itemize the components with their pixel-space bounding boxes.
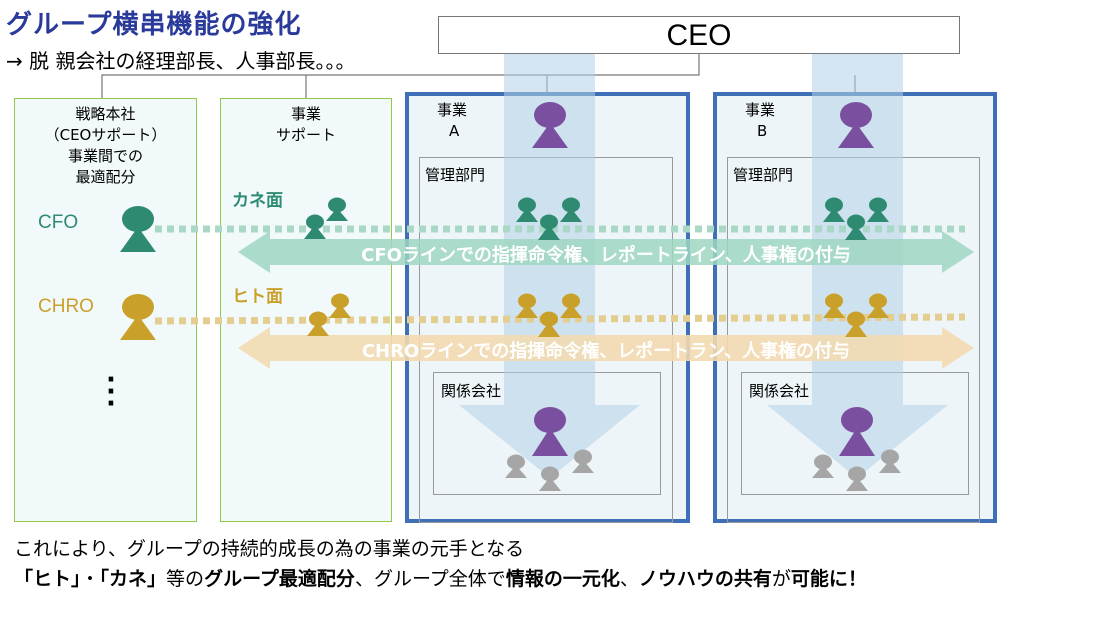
business-a-head-icon bbox=[532, 102, 568, 148]
business-b-label: 事業 B bbox=[745, 100, 775, 142]
business-b-affiliate-head-icon bbox=[839, 407, 875, 456]
business-a-money-people-icon bbox=[516, 197, 582, 240]
page-subtitle: → 脱 親会社の経理部長、人事部長。。。 bbox=[6, 49, 356, 73]
footer-part: 可能に！ bbox=[790, 568, 867, 590]
support-money-people-icon bbox=[304, 197, 348, 239]
ceo-box: CEO bbox=[438, 16, 960, 54]
footer-line-1: これにより、グループの持続的成長の為の事業の元手となる bbox=[14, 538, 525, 560]
chro-person-icon bbox=[120, 294, 156, 340]
cfo-line-arrow-text: CFOラインでの指揮命令権、レポートライン、人事権の付与 bbox=[361, 245, 851, 266]
business-a-line2: A bbox=[449, 122, 460, 140]
business-b-affiliate-staff-icon bbox=[812, 449, 901, 491]
strategy-hq-label: 戦略本社 （CEOサポート） 事業間での 最適配分 bbox=[14, 104, 197, 188]
strategy-hq-column bbox=[14, 98, 197, 522]
chro-line-arrow-text: CHROラインでの指揮命令権、レポートラン、人事権の付与 bbox=[361, 341, 851, 362]
footer-part: 「カネ」 bbox=[99, 568, 167, 590]
footer-line-2: 「ヒト」・「カネ」等のグループ最適配分、グループ全体で情報の一元化、ノウハウの共… bbox=[14, 564, 867, 591]
strategy-line: 最適配分 bbox=[75, 168, 136, 186]
chro-label: CHRO bbox=[38, 296, 94, 317]
business-b-head-icon bbox=[838, 102, 874, 148]
footer-part: ノウハウの共有 bbox=[638, 568, 772, 590]
more-roles-ellipsis: ··· bbox=[106, 365, 116, 419]
footer-part: 、グループ全体で bbox=[354, 568, 506, 590]
business-b-affiliate-label: 関係会社 bbox=[749, 382, 810, 400]
support-line: 事業 bbox=[290, 105, 321, 123]
chro-line-arrow bbox=[238, 327, 974, 369]
footer-part: グループ最適配分 bbox=[204, 568, 355, 590]
business-a-mgmt-label: 管理部門 bbox=[425, 166, 486, 184]
footer-part: が bbox=[771, 568, 791, 590]
support-line: サポート bbox=[275, 126, 336, 144]
business-b-mgmt-label: 管理部門 bbox=[733, 166, 794, 184]
people-group-label: ヒト面 bbox=[232, 287, 283, 307]
business-a-line1: 事業 bbox=[437, 101, 468, 119]
business-support-label: 事業 サポート bbox=[220, 104, 392, 146]
money-group-label: カネ面 bbox=[232, 191, 283, 211]
cfo-line-arrow bbox=[238, 231, 974, 273]
footer-part: 「ヒト」 bbox=[14, 568, 81, 590]
cfo-person-icon bbox=[120, 206, 156, 252]
footer-part: 、 bbox=[619, 568, 639, 590]
strategy-line: （CEOサポート） bbox=[44, 126, 167, 144]
page-title: グループ横串機能の強化 bbox=[6, 10, 302, 40]
footer-part: 等の bbox=[166, 568, 205, 590]
strategy-line: 戦略本社 bbox=[75, 105, 136, 123]
down-arrow-b bbox=[767, 54, 948, 478]
business-b-money-people-icon bbox=[823, 197, 889, 240]
business-b-line2: B bbox=[757, 122, 768, 140]
business-support-column bbox=[220, 98, 392, 522]
business-a-affiliate-head-icon bbox=[532, 407, 568, 456]
footer-part: ・ bbox=[80, 568, 100, 590]
business-a-label: 事業 A bbox=[437, 100, 467, 142]
business-a-affiliate-label: 関係会社 bbox=[441, 382, 502, 400]
business-a-people-people-icon bbox=[516, 293, 582, 337]
business-b-people-people-icon bbox=[823, 293, 889, 337]
cfo-label: CFO bbox=[38, 212, 79, 233]
footer-part: 情報の一元化 bbox=[505, 568, 620, 590]
business-a-affiliate-staff-icon bbox=[505, 449, 594, 491]
support-people-people-icon bbox=[307, 293, 351, 336]
strategy-line: 事業間での bbox=[67, 147, 143, 165]
business-b-line1: 事業 bbox=[745, 101, 776, 119]
down-arrow-a bbox=[459, 54, 640, 478]
